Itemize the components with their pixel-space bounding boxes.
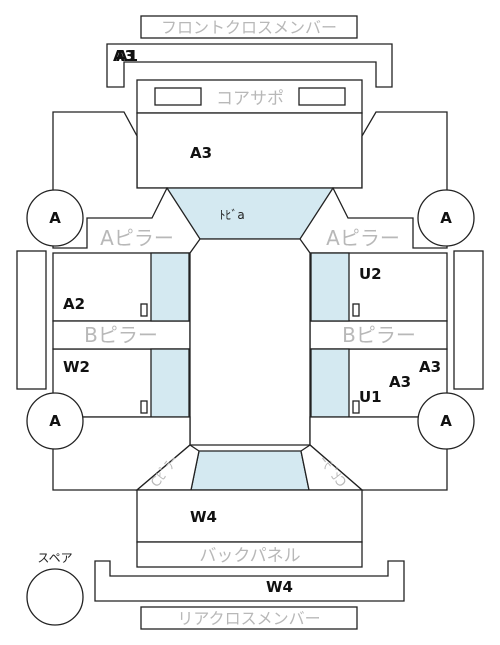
front-right-wheel [417,189,475,247]
left-front-window [150,252,190,322]
b-pillar-left-label: Bピラー [84,323,158,347]
front-cross-member-code-b: A1 [116,47,138,65]
front-left-wheel-label: A [49,209,61,227]
trunk-code: W4 [190,508,217,526]
left-rear-door-code: W2 [63,358,90,376]
hood-panel [136,112,363,189]
front-cross-member-label: フロントクロスメンバー [161,18,337,37]
left-side-sill [16,250,47,390]
right-rear-handle [352,400,360,414]
front-cross-member-bracket [106,43,393,88]
rear-cross-member-code: W4 [266,578,293,596]
core-support-right-slot [298,87,346,106]
b-pillar-right-label: Bピラー [342,323,416,347]
rear-right-wheel [417,392,475,450]
windshield-glass [165,187,335,240]
windshield-label: ﾄﾋﾞa [219,208,244,222]
right-front-handle [352,303,360,317]
rear-left-wheel-label: A [49,412,61,430]
back-panel-label: バックパネル [199,546,300,566]
right-b-pillar [309,320,448,350]
front-cross-member-code-a: A3 [113,47,135,65]
rear-cross-member-bracket [94,560,405,602]
spare-tire [26,568,84,626]
right-rear-door-code-a: A3 [419,358,441,376]
core-support-left-slot [154,87,202,106]
left-b-pillar [52,320,191,350]
left-front-handle [140,303,148,317]
front-right-wheel-label: A [440,209,452,227]
left-front-door-code: A2 [63,295,85,313]
rear-window-glass [190,450,310,491]
right-rear-window [310,348,350,418]
hood-code: A3 [190,144,212,162]
right-rear-door-code-c: U1 [359,388,382,406]
left-rear-window [150,348,190,418]
front-left-wheel [26,189,84,247]
rear-left-wheel [26,392,84,450]
a-pillar-right-label: Aピラー [326,226,400,250]
a-pillar-left-label: Aピラー [100,226,174,250]
rear-cross-member-box [140,606,358,630]
right-side-sill [453,250,484,390]
spare-label: スペア [37,551,72,565]
right-front-door-code: U2 [359,265,382,283]
right-rear-door-code-b: A3 [389,373,411,391]
roof-panel [189,238,311,446]
trunk-lid [136,489,363,543]
left-rear-handle [140,400,148,414]
core-support-label: コアサポ [216,89,284,109]
rear-right-wheel-label: A [440,412,452,430]
right-front-window [310,252,350,322]
front-cross-member-box [140,15,358,39]
rear-cross-member-label: リアクロスメンバー [177,609,320,628]
back-panel [136,541,363,568]
